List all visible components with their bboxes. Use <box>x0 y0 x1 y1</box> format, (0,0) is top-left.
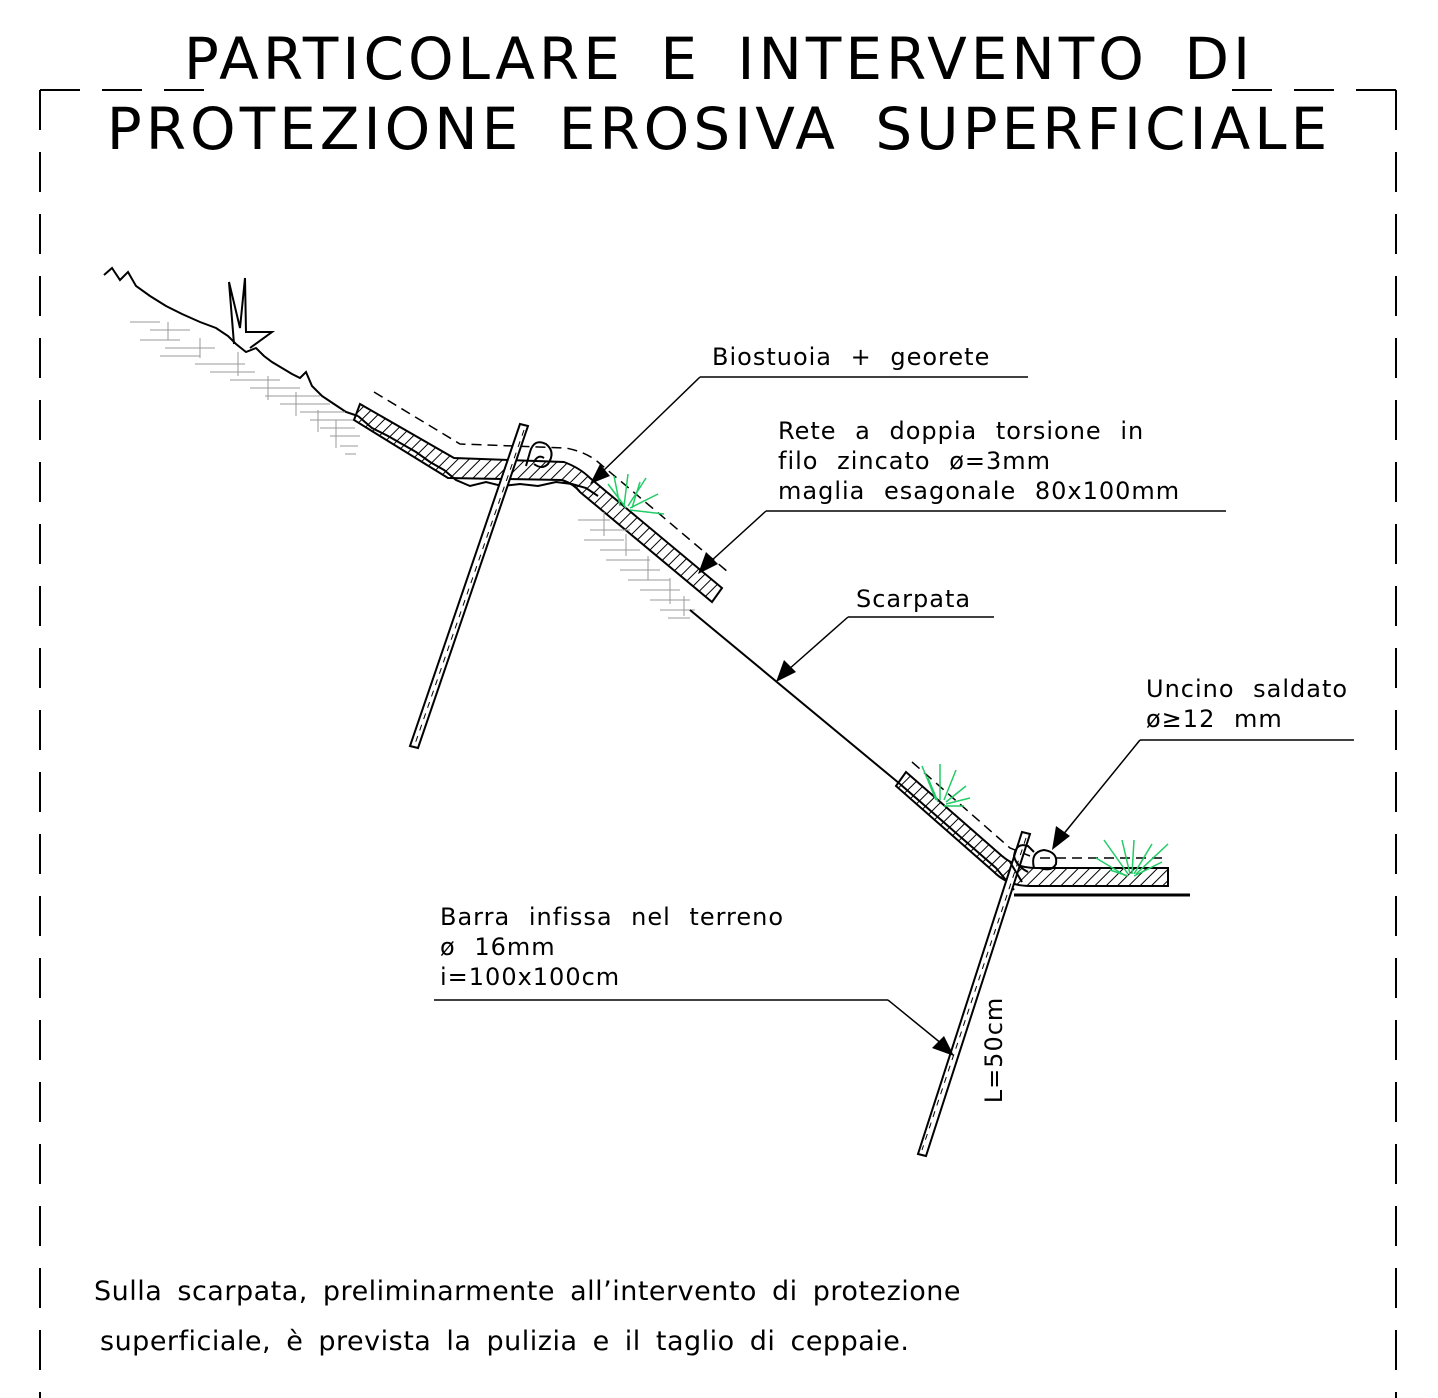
arrow-barra <box>932 1036 954 1056</box>
leader-scarpata <box>787 616 994 671</box>
arrow-uncino <box>1052 826 1070 850</box>
leader-barra <box>434 999 943 1045</box>
label-uncino-line-2: ø≥12 mm <box>1146 705 1283 733</box>
hook-upper <box>525 441 553 468</box>
title-line-2: PROTEZIONE EROSIVA SUPERFICIALE <box>106 95 1332 163</box>
anchor-bar-upper <box>408 422 530 750</box>
label-barra-line-1: Barra infissa nel terreno <box>440 903 785 931</box>
note-line-2: superficiale, è prevista la pulizia e il… <box>100 1326 910 1357</box>
label-uncino-line-1: Uncino saldato <box>1146 675 1349 703</box>
grass-green-1 <box>607 473 665 515</box>
label-rete-line-3: maglia esagonale 80x100mm <box>778 477 1181 505</box>
grass-tuft-top <box>228 277 276 349</box>
label-rete-line-1: Rete a doppia torsione in <box>778 417 1145 445</box>
arrow-rete <box>698 552 718 574</box>
note-line-1: Sulla scarpata, preliminarmente all’inte… <box>94 1276 962 1307</box>
label-bar-length: L=50cm <box>980 996 1008 1104</box>
leader-rete <box>709 510 1226 563</box>
label-rete-line-2: filo zincato ø=3mm <box>778 447 1052 475</box>
leader-biostuoia <box>601 376 1028 473</box>
ground-profile <box>103 266 359 417</box>
soil-hatch-slope <box>578 512 695 619</box>
leader-uncino <box>1061 739 1354 837</box>
title-line-1: PARTICOLARE E INTERVENTO DI <box>183 25 1255 93</box>
biostuoia-lower <box>894 770 1169 887</box>
biostuoia-upper <box>352 402 724 604</box>
georete-upper <box>373 391 729 573</box>
hook-lower <box>1009 844 1058 883</box>
dashed-frame <box>39 89 1397 1398</box>
label-biostuoia: Biostuoia + georete <box>712 343 991 371</box>
soil-hatch-top <box>130 321 360 455</box>
grass-green-3 <box>1095 839 1169 877</box>
arrow-biostuoia <box>590 464 610 484</box>
anchor-bar-lower <box>916 830 1032 1158</box>
label-scarpata: Scarpata <box>856 585 972 613</box>
arrow-scarpata <box>776 660 796 682</box>
label-barra-line-2: ø 16mm <box>440 933 556 961</box>
grass-green-2 <box>921 764 971 807</box>
label-barra-line-3: i=100x100cm <box>440 963 621 991</box>
slope-line <box>689 609 901 785</box>
